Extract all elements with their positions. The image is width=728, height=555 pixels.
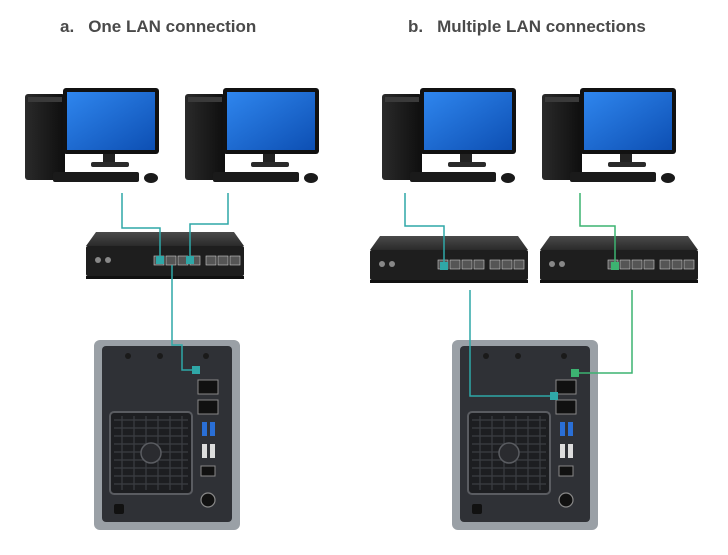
lan-cables-panel-b-secondary [575, 193, 633, 374]
network-switch-icon [85, 231, 245, 280]
ethernet-port-icon [550, 392, 558, 400]
nas-device-icon [93, 339, 241, 531]
panel-b-title: b. Multiple LAN connections [408, 17, 646, 37]
desktop-computer-icon [542, 88, 676, 183]
ethernet-port-icon [186, 256, 194, 264]
ethernet-port-icon [440, 262, 448, 270]
ethernet-port-icon [156, 256, 164, 264]
ethernet-port-icon [571, 369, 579, 377]
network-switch-icon [539, 235, 699, 284]
ethernet-port-icon [611, 262, 619, 270]
desktop-computer-icon [382, 88, 516, 183]
panel-a-letter: a. [60, 17, 75, 36]
port-markers-a [156, 256, 200, 374]
lan-cables-panel-b-primary [404, 193, 554, 397]
panel-b-letter: b. [408, 17, 424, 36]
network-switch-icon [369, 235, 529, 284]
panel-b-label: Multiple LAN connections [437, 17, 646, 36]
panel-a-label: One LAN connection [88, 17, 257, 36]
ethernet-port-icon [192, 366, 200, 374]
desktop-computer-icon [185, 88, 319, 183]
panel-a-title: a. One LAN connection [60, 17, 256, 37]
desktop-computer-icon [25, 88, 159, 183]
port-markers-b [440, 262, 619, 400]
nas-device-icon [451, 339, 599, 531]
lan-cables-panel-a [121, 193, 229, 371]
